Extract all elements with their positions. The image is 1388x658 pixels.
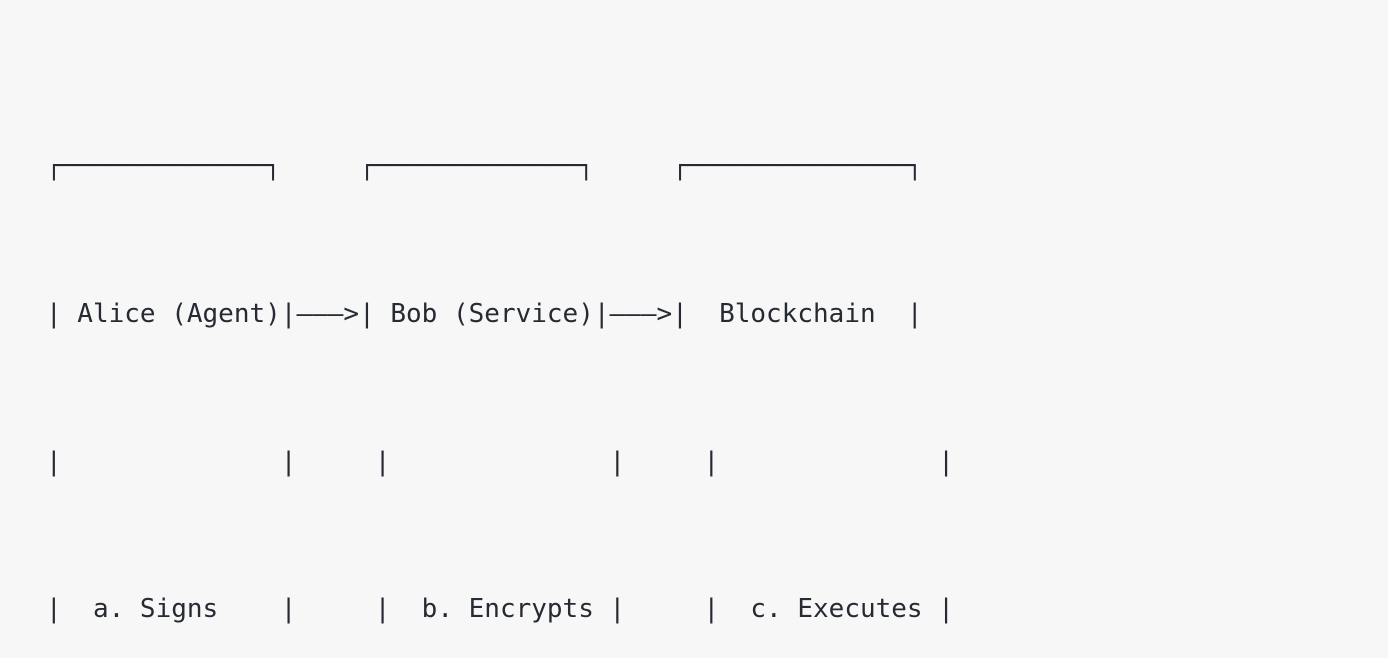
- ascii-art-block: ┌─────────────┐ ┌─────────────┐ ┌───────…: [46, 44, 954, 658]
- diagram-row-step-labels: | a. Signs | | b. Encrypts | | c. Execut…: [46, 594, 954, 625]
- diagram-row-blank-1: | | | | | |: [46, 446, 954, 477]
- diagram-row-top-borders: ┌─────────────┐ ┌─────────────┐ ┌───────…: [46, 151, 923, 182]
- diagram-row-titles: | Alice (Agent)|———>| Bob (Service)|———>…: [46, 299, 923, 329]
